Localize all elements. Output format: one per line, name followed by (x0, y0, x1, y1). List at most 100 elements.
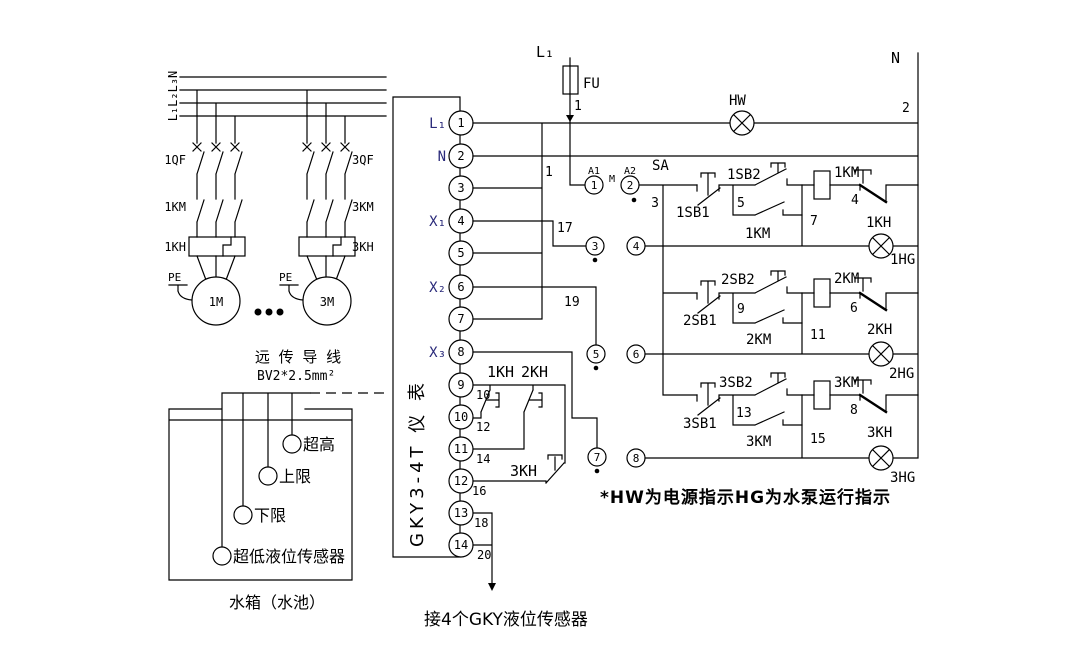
motor-3m-label: 3M (320, 295, 334, 309)
lamp-cross-icons (733, 114, 890, 467)
terminal-13-num: 13 (454, 506, 468, 520)
terminal-2-num: 2 (457, 149, 464, 163)
terminal-4-num: 4 (457, 214, 464, 228)
sensor-upper-float (258, 466, 278, 486)
button-2sb1-label: 2SB1 (683, 313, 717, 329)
wire-12-label: 12 (476, 420, 490, 434)
thermal-contact-blades (858, 183, 888, 414)
ellipsis-dot (254, 308, 262, 316)
wire-13-label: 13 (736, 406, 752, 421)
wire-17-label: 17 (557, 221, 573, 236)
contact-3km-aux-label: 3KM (746, 434, 771, 450)
breaker-3qf-label: 3QF (352, 153, 374, 167)
indicator-note: *HW为电源指示HG为水泵运行指示 (600, 487, 891, 508)
terminal-14-num: 14 (454, 538, 468, 552)
terminal-14 (448, 532, 474, 558)
contact-dot (592, 257, 598, 263)
lamp-2hg-label: 2HG (889, 366, 914, 382)
contact-2km-aux-label: 2KM (746, 332, 771, 348)
terminal-11-num: 11 (454, 442, 468, 456)
remote-wire-label: 远 传 导 线 (255, 348, 343, 366)
branch2-wires (696, 270, 919, 324)
hw-lamp-label: HW (729, 93, 746, 109)
sensor-high-label: 超高 (303, 435, 335, 454)
ellipsis-dot (276, 308, 284, 316)
terminal-7-num: 7 (457, 312, 464, 326)
branch3-wires (696, 372, 919, 426)
coil-3km-label: 3KM (834, 375, 859, 391)
a1-label: A1 (588, 166, 600, 177)
branch1-wires (696, 162, 919, 216)
coil-3km-symbol (813, 380, 831, 410)
contact-dot (593, 365, 599, 371)
button-1sb1-label: 1SB1 (676, 205, 710, 221)
wire-1-bus-label: 1 (545, 165, 553, 180)
contact-3kh-label: 3KH (510, 462, 537, 480)
button-2sb2-label: 2SB2 (721, 272, 755, 288)
button-3sb2-label: 3SB2 (719, 375, 753, 391)
sensor-high-float (282, 434, 302, 454)
thermal-2kh-nc-label: 2KH (867, 322, 892, 338)
terminal-8-num: 8 (457, 345, 464, 359)
connector-6 (626, 344, 646, 364)
wire-5-label: 5 (737, 196, 745, 211)
wire-19-label: 19 (564, 295, 580, 310)
wire-15-label: 15 (810, 432, 826, 447)
fuse-fu-symbol (562, 65, 579, 95)
terminal-1-num: 1 (457, 116, 464, 130)
wire-9-label: 9 (737, 302, 745, 317)
breaker-1qf-label: 1QF (164, 153, 186, 167)
sensor-low-float (212, 546, 232, 566)
connector-1-num: 1 (591, 179, 598, 192)
button-3sb1-label: 3SB1 (683, 416, 717, 432)
terminal-9-num: 9 (457, 378, 464, 392)
connector-2-num: 2 (627, 179, 634, 192)
wire-14-label: 14 (476, 452, 490, 466)
connector-1 (584, 175, 604, 195)
contact-1km-aux-label: 1KM (745, 226, 770, 242)
thermal-1kh-label: 1KH (164, 240, 186, 254)
wire-11-label: 11 (810, 328, 826, 343)
contact-1kh-label: 1KH (487, 363, 514, 381)
ellipsis-dot (265, 308, 273, 316)
port-n-label: N (438, 149, 446, 165)
connector-3-num: 3 (592, 240, 599, 253)
tank-label: 水箱（水池） (229, 593, 325, 612)
wire-8-label: 8 (850, 403, 858, 418)
contactor-3km-label: 3KM (352, 200, 374, 214)
power-bus-label: L₁L₂L₃N (166, 71, 180, 122)
wire-10-label: 10 (476, 388, 490, 402)
n-bus-label: N (891, 49, 900, 67)
motor-1m-circle (191, 276, 241, 326)
wire-18-label: 18 (474, 516, 488, 530)
button-1sb2-label: 1SB2 (727, 167, 761, 183)
m-label: M (609, 174, 615, 185)
wire-16-label: 16 (472, 484, 486, 498)
control-wires (472, 52, 919, 459)
contact-dot (631, 197, 637, 203)
connector-5-num: 5 (593, 348, 600, 361)
connector-7-num: 7 (594, 451, 601, 464)
connector-5 (586, 344, 606, 364)
wire-2-label: 2 (902, 101, 910, 116)
contact-dot (594, 468, 600, 474)
connector-4 (626, 236, 646, 256)
sensor-lower-float (233, 505, 253, 525)
thermal-3kh-nc-label: 3KH (867, 425, 892, 441)
sensor-upper-label: 上限 (279, 467, 311, 486)
power-section: L₁L₂L₃N 1QF 1KM 1KH PE 1M 3QF 3KM 3KH PE… (164, 71, 387, 326)
coil-1km-label: 1KM (834, 165, 859, 181)
sa-switch-label: SA (652, 158, 669, 174)
a2-label: A2 (624, 166, 636, 177)
wire-7-label: 7 (810, 214, 818, 229)
connector-8 (626, 448, 646, 468)
instrument-section: 1 2 3 4 5 6 7 8 9 10 11 12 13 14 L₁ N X₁… (392, 96, 588, 630)
instrument-name: GKY3-4T 仪 表 (407, 379, 428, 547)
terminal-13 (448, 500, 474, 526)
wire-1-label: 1 (574, 99, 582, 114)
sensor-low-label: 超低液位传感器 (233, 547, 345, 566)
sensor-lower-label: 下限 (254, 506, 286, 525)
wire-3-label: 3 (651, 196, 659, 211)
